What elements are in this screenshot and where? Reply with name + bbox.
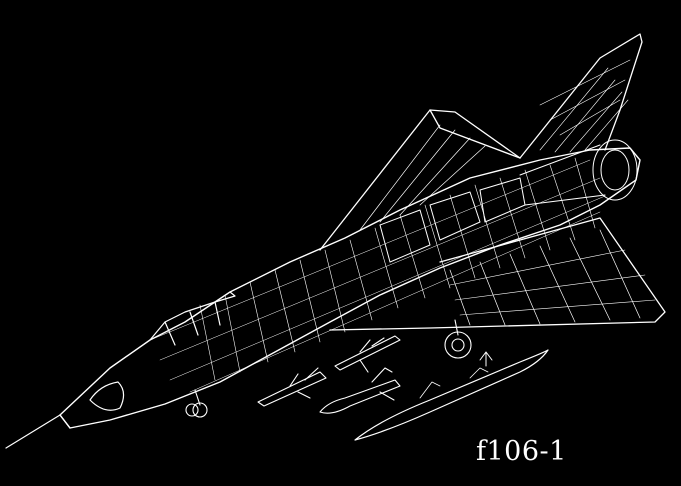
delta-wing (319, 109, 666, 331)
engine-section (379, 139, 638, 263)
missile-2 (257, 367, 327, 407)
missile-1 (334, 335, 401, 373)
fuselage-frames (149, 157, 606, 393)
tail-fin (519, 33, 643, 159)
drawing-caption: f106-1 (476, 436, 567, 467)
missile-3 (319, 367, 401, 414)
main-landing-gear (444, 319, 472, 359)
small-marker (479, 351, 493, 367)
fuel-tank (354, 349, 549, 441)
nose-landing-gear (185, 389, 208, 418)
nose-probe (5, 414, 61, 449)
fuselage-outline (59, 147, 641, 429)
cockpit-canopy (89, 291, 236, 411)
